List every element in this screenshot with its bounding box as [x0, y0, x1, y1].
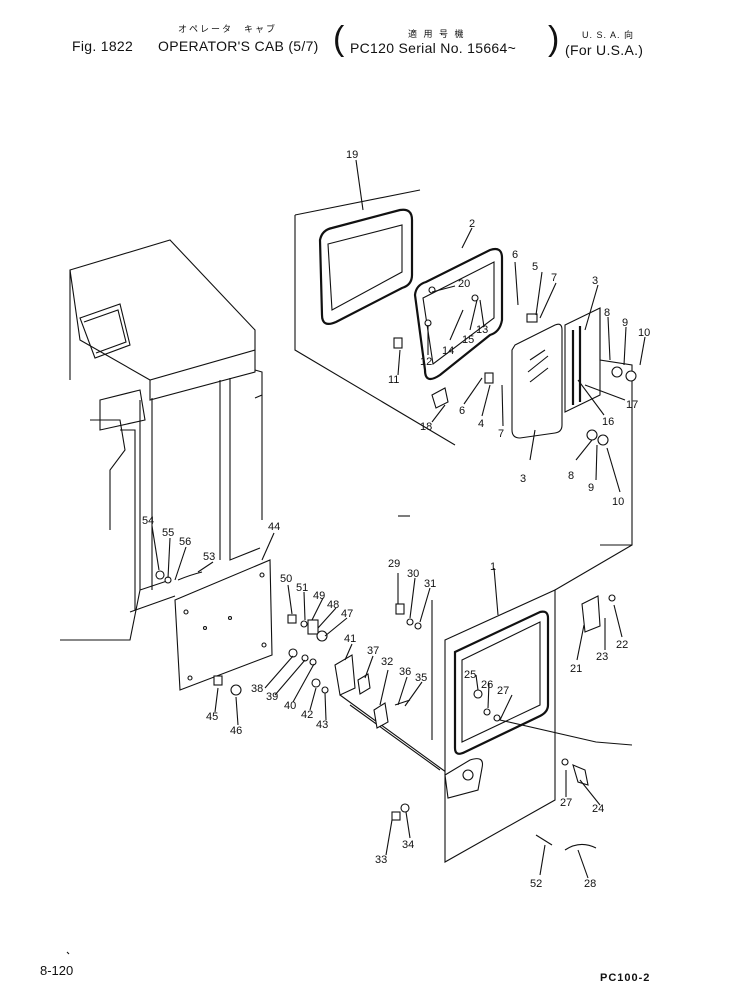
serial-applicability: PC120 Serial No. 15664~ [350, 40, 517, 56]
callout: 10 [612, 496, 624, 508]
callout: 25 [464, 669, 476, 681]
callout: 42 [301, 709, 313, 721]
callout: 30 [407, 568, 419, 580]
callout: 45 [206, 711, 218, 723]
page-number: 8-120 [40, 963, 74, 978]
callout: 6 [459, 405, 465, 417]
figure-number: Fig. 1822 [72, 38, 134, 54]
callout: 51 [296, 582, 308, 594]
callout: 12 [420, 356, 432, 368]
door-1 [391, 544, 633, 863]
title-kana: オペレータ キャブ [178, 24, 278, 34]
callout: 41 [344, 633, 356, 645]
callout: 3 [592, 275, 598, 287]
callout: 36 [399, 666, 411, 678]
callout: 1 [490, 561, 496, 573]
callout: 5 [532, 261, 538, 273]
callout: 17 [626, 399, 638, 411]
cab-body [60, 239, 263, 641]
callout: 43 [316, 719, 328, 731]
applicability-kana: 適 用 号 機 [408, 29, 466, 39]
region-kana: U. S. A. 向 [582, 30, 635, 40]
callout: 19 [346, 149, 358, 161]
callout: 20 [458, 278, 470, 290]
callout: 39 [266, 691, 278, 703]
callout: 7 [498, 428, 504, 440]
callout: 22 [616, 639, 628, 651]
callout: 29 [388, 558, 400, 570]
callout: 40 [284, 700, 296, 712]
callout: 47 [341, 608, 353, 620]
model-code: PC100-2 [600, 972, 651, 984]
callout: 4 [478, 418, 484, 430]
callout: 7 [551, 272, 557, 284]
window-assembly [294, 189, 637, 546]
callout: 50 [280, 573, 292, 585]
callout: 52 [530, 878, 542, 890]
region-label: (For U.S.A.) [565, 42, 644, 58]
lock-hardware [287, 614, 451, 776]
callout: 9 [588, 482, 594, 494]
callout: 32 [381, 656, 393, 668]
callout-labels: 1 2 3 3 4 5 6 6 7 7 8 8 9 9 10 10 11 12 … [142, 149, 650, 890]
callout: 3 [520, 473, 526, 485]
callout: 24 [592, 803, 604, 815]
callout: 38 [251, 683, 263, 695]
callout: 34 [402, 839, 414, 851]
callout: 55 [162, 527, 174, 539]
callout: 15 [462, 334, 474, 346]
panel-44 [155, 559, 273, 696]
callout: 56 [179, 536, 191, 548]
callout: 11 [388, 374, 399, 386]
figure-title: OPERATOR'S CAB (5/7) [158, 38, 319, 54]
callout: 27 [560, 797, 572, 809]
callout: 6 [512, 249, 518, 261]
open-paren: ( [333, 20, 345, 58]
callout: 16 [602, 416, 614, 428]
callout: 14 [442, 345, 454, 357]
callout: 37 [367, 645, 379, 657]
callout: 33 [375, 854, 387, 866]
callout: 9 [622, 317, 628, 329]
callout: 48 [327, 599, 339, 611]
callout: 27 [497, 685, 509, 697]
callout: 28 [584, 878, 596, 890]
callout: 35 [415, 672, 427, 684]
callout: 46 [230, 725, 242, 737]
callout: 31 [424, 578, 436, 590]
callout: 53 [203, 551, 215, 563]
close-paren: ) [548, 20, 560, 58]
callout: 2 [469, 218, 475, 230]
callout: 44 [268, 521, 280, 533]
callout: 10 [638, 327, 650, 339]
callout: 49 [313, 590, 325, 602]
callout: 8 [604, 307, 610, 319]
callout: 21 [570, 663, 582, 675]
leader-lines [151, 159, 646, 879]
callout: 13 [476, 324, 488, 336]
callout: 26 [481, 679, 493, 691]
callout: 8 [568, 470, 574, 482]
callout: 23 [596, 651, 608, 663]
callout: 54 [142, 515, 154, 527]
callout: 18 [420, 421, 432, 433]
